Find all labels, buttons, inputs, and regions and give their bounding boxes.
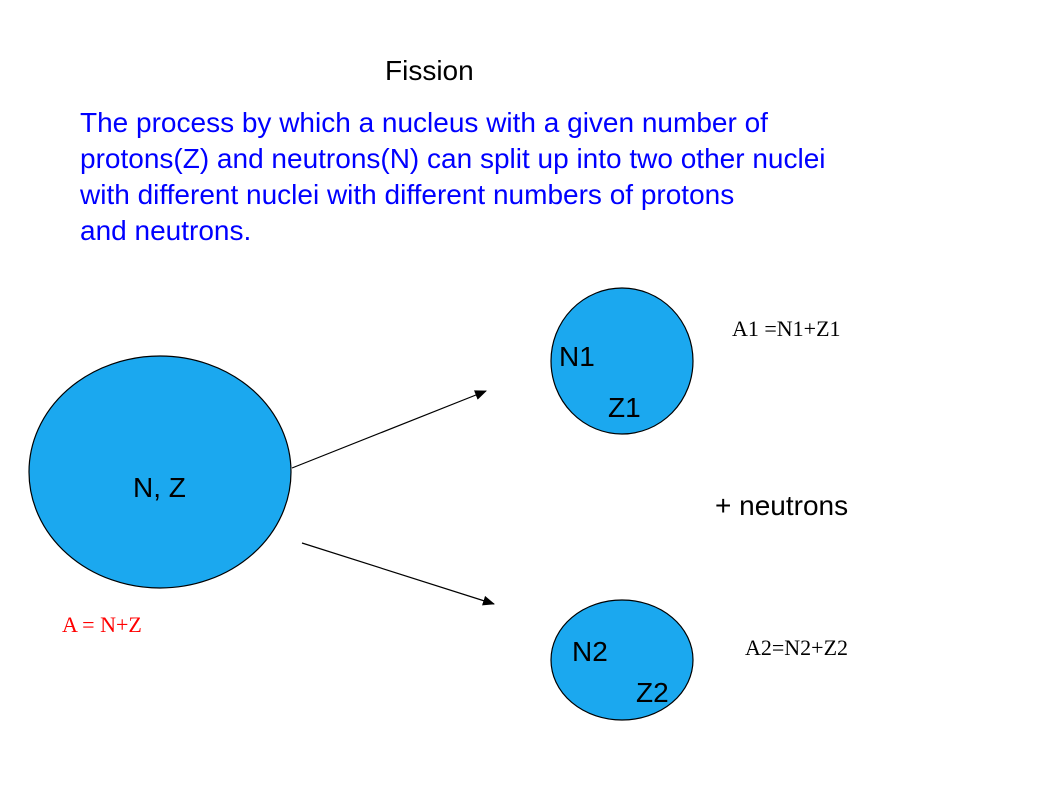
fragment-2-nucleus [550,599,694,721]
parent-mass-label: A = N+Z [62,612,142,637]
fragment-1-mass-label: A1 =N1+Z1 [732,316,841,341]
definition-line-1: The process by which a nucleus with a gi… [80,107,768,138]
definition-line-2: protons(Z) and neutrons(N) can split up … [80,143,826,174]
fragment-1-nucleus [550,287,694,435]
arrow-to-fragment-2 [301,542,495,606]
fragment-2-n-label: N2 [572,636,608,667]
parent-nucleus-label: N, Z [133,472,186,503]
definition-text: The process by which a nucleus with a gi… [80,105,1058,249]
fragment-1-n-label: N1 [559,341,595,372]
fragment-2-z-label: Z2 [636,677,669,708]
fragment-1-z-label: Z1 [608,392,641,423]
definition-line-4: and neutrons. [80,215,252,246]
definition-line-3: with different nuclei with different num… [80,179,735,210]
parent-nucleus [28,355,292,589]
arrow-to-fragment-1 [291,390,487,469]
slide-title: Fission [385,55,474,86]
fragment-2-mass-label: A2=N2+Z2 [745,635,848,660]
neutrons-label: + neutrons [715,490,848,521]
